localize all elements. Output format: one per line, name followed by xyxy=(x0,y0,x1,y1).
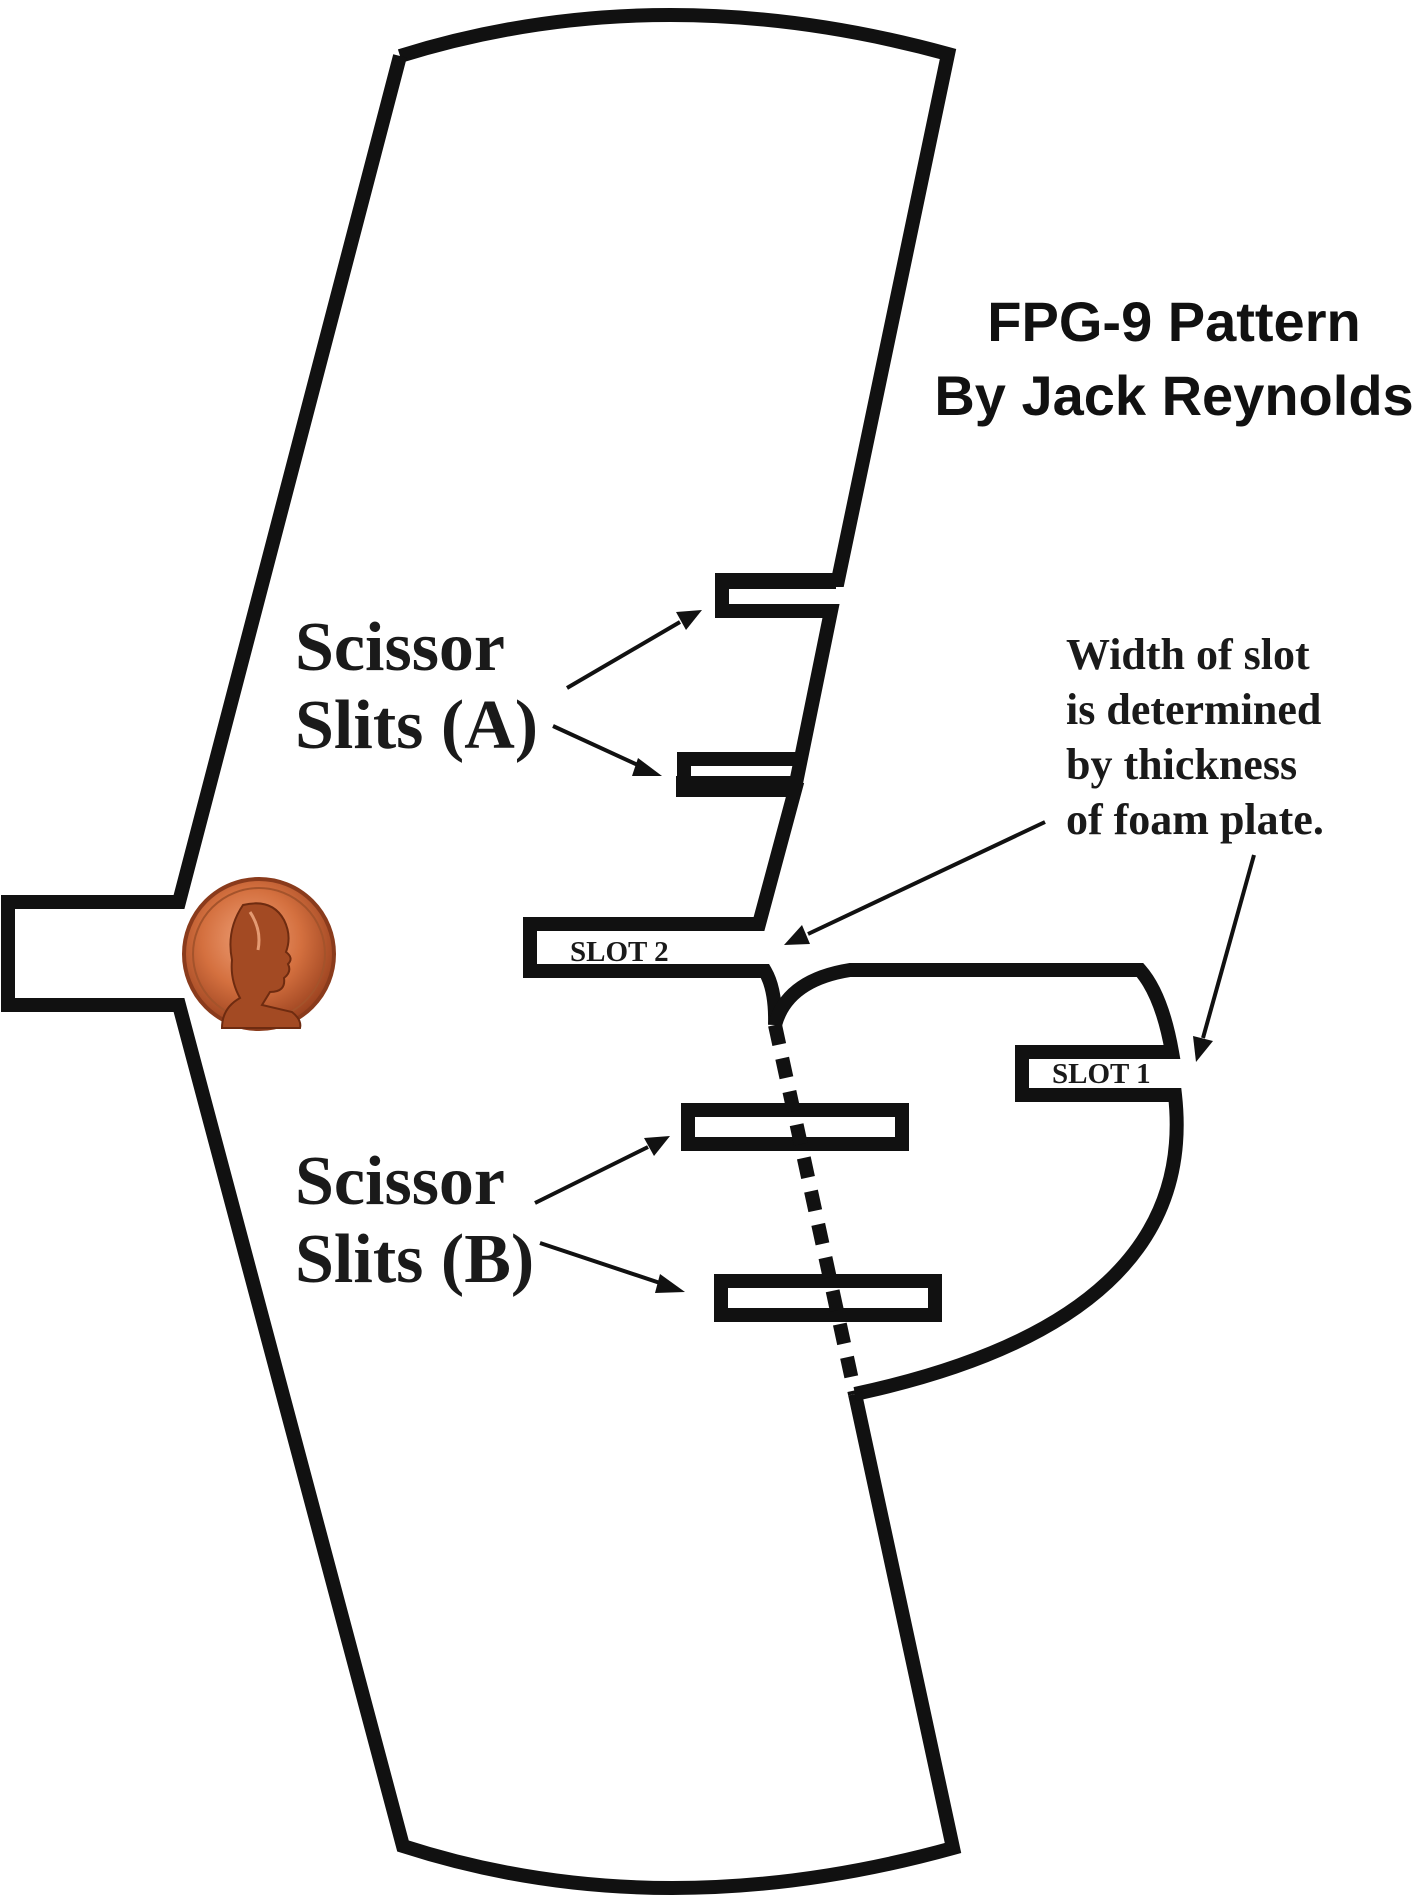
arrow-slits-b-upper xyxy=(534,1136,670,1205)
arrow-slits-a-upper xyxy=(565,610,702,690)
arrow-slits-a-lower xyxy=(552,724,662,776)
slot-note-line3: by thickness xyxy=(1066,740,1297,789)
tail-outline xyxy=(768,963,1184,1401)
scissor-slit-b-lower xyxy=(714,1274,942,1322)
scissor-slits-b-line1: Scissor xyxy=(295,1143,505,1220)
scissor-slits-b-line2: Slits (B) xyxy=(295,1221,534,1298)
slot1-label: SLOT 1 xyxy=(1052,1058,1151,1090)
arrow-to-slot2 xyxy=(784,820,1046,945)
scissor-slit-a-upper xyxy=(715,575,836,618)
scissor-slits-a-line2: Slits (A) xyxy=(295,687,538,764)
fold-dashed-line xyxy=(768,1023,862,1396)
title-line-1: FPG-9 Pattern xyxy=(987,290,1360,353)
title-line-2: By Jack Reynolds xyxy=(934,364,1413,427)
slot-note-line2: is determined xyxy=(1066,685,1321,734)
slot-note-line1: Width of slot xyxy=(1066,630,1310,679)
penny-coin-icon xyxy=(182,877,336,1031)
slot-note-line4: of foam plate. xyxy=(1066,795,1324,844)
slot2-label: SLOT 2 xyxy=(570,936,669,968)
arrow-to-slot1 xyxy=(1193,854,1256,1062)
scissor-slits-a-line1: Scissor xyxy=(295,609,505,686)
arrow-slits-b-lower xyxy=(539,1241,685,1293)
wing-leading-edge xyxy=(1,54,962,1895)
scissor-slit-a-lower xyxy=(677,752,800,795)
wing-outline xyxy=(397,8,957,1026)
